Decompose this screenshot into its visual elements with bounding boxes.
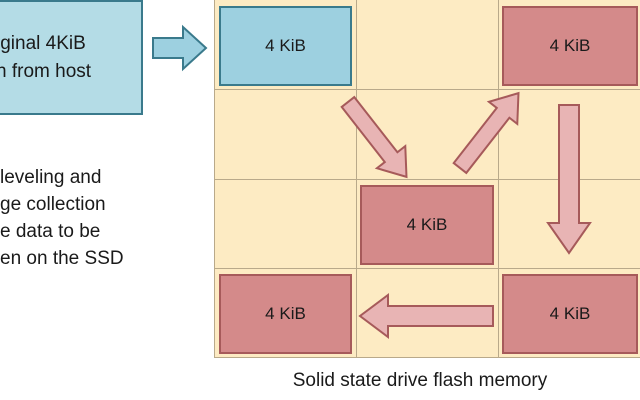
write-arrow-icon <box>152 24 208 72</box>
diagram-caption: Solid state drive flash memory <box>292 370 548 391</box>
flash-block-bottom-left: 4 KiB <box>219 274 352 354</box>
move-arrow-left-icon <box>358 293 494 339</box>
block-label: 4 KiB <box>549 304 591 323</box>
block-label: 4 KiB <box>549 36 591 55</box>
move-arrow-down-right-icon <box>340 95 408 179</box>
flash-block-original: 4 KiB <box>219 6 352 86</box>
block-label: 4 KiB <box>406 215 448 234</box>
host-write-box: iginal 4KiB n from host <box>0 0 143 115</box>
flash-block-top-right: 4 KiB <box>502 6 638 86</box>
move-arrow-up-right-icon <box>452 91 520 175</box>
block-label: 4 KiB <box>265 304 306 323</box>
block-label: 4 KiB <box>265 36 306 55</box>
flash-block-bottom-right: 4 KiB <box>502 274 638 354</box>
move-arrow-down-icon <box>546 104 592 255</box>
flash-block-center: 4 KiB <box>360 185 494 265</box>
host-write-label: iginal 4KiB n from host <box>0 33 92 82</box>
wear-leveling-note: leveling and ge collection e data to be … <box>0 167 124 269</box>
